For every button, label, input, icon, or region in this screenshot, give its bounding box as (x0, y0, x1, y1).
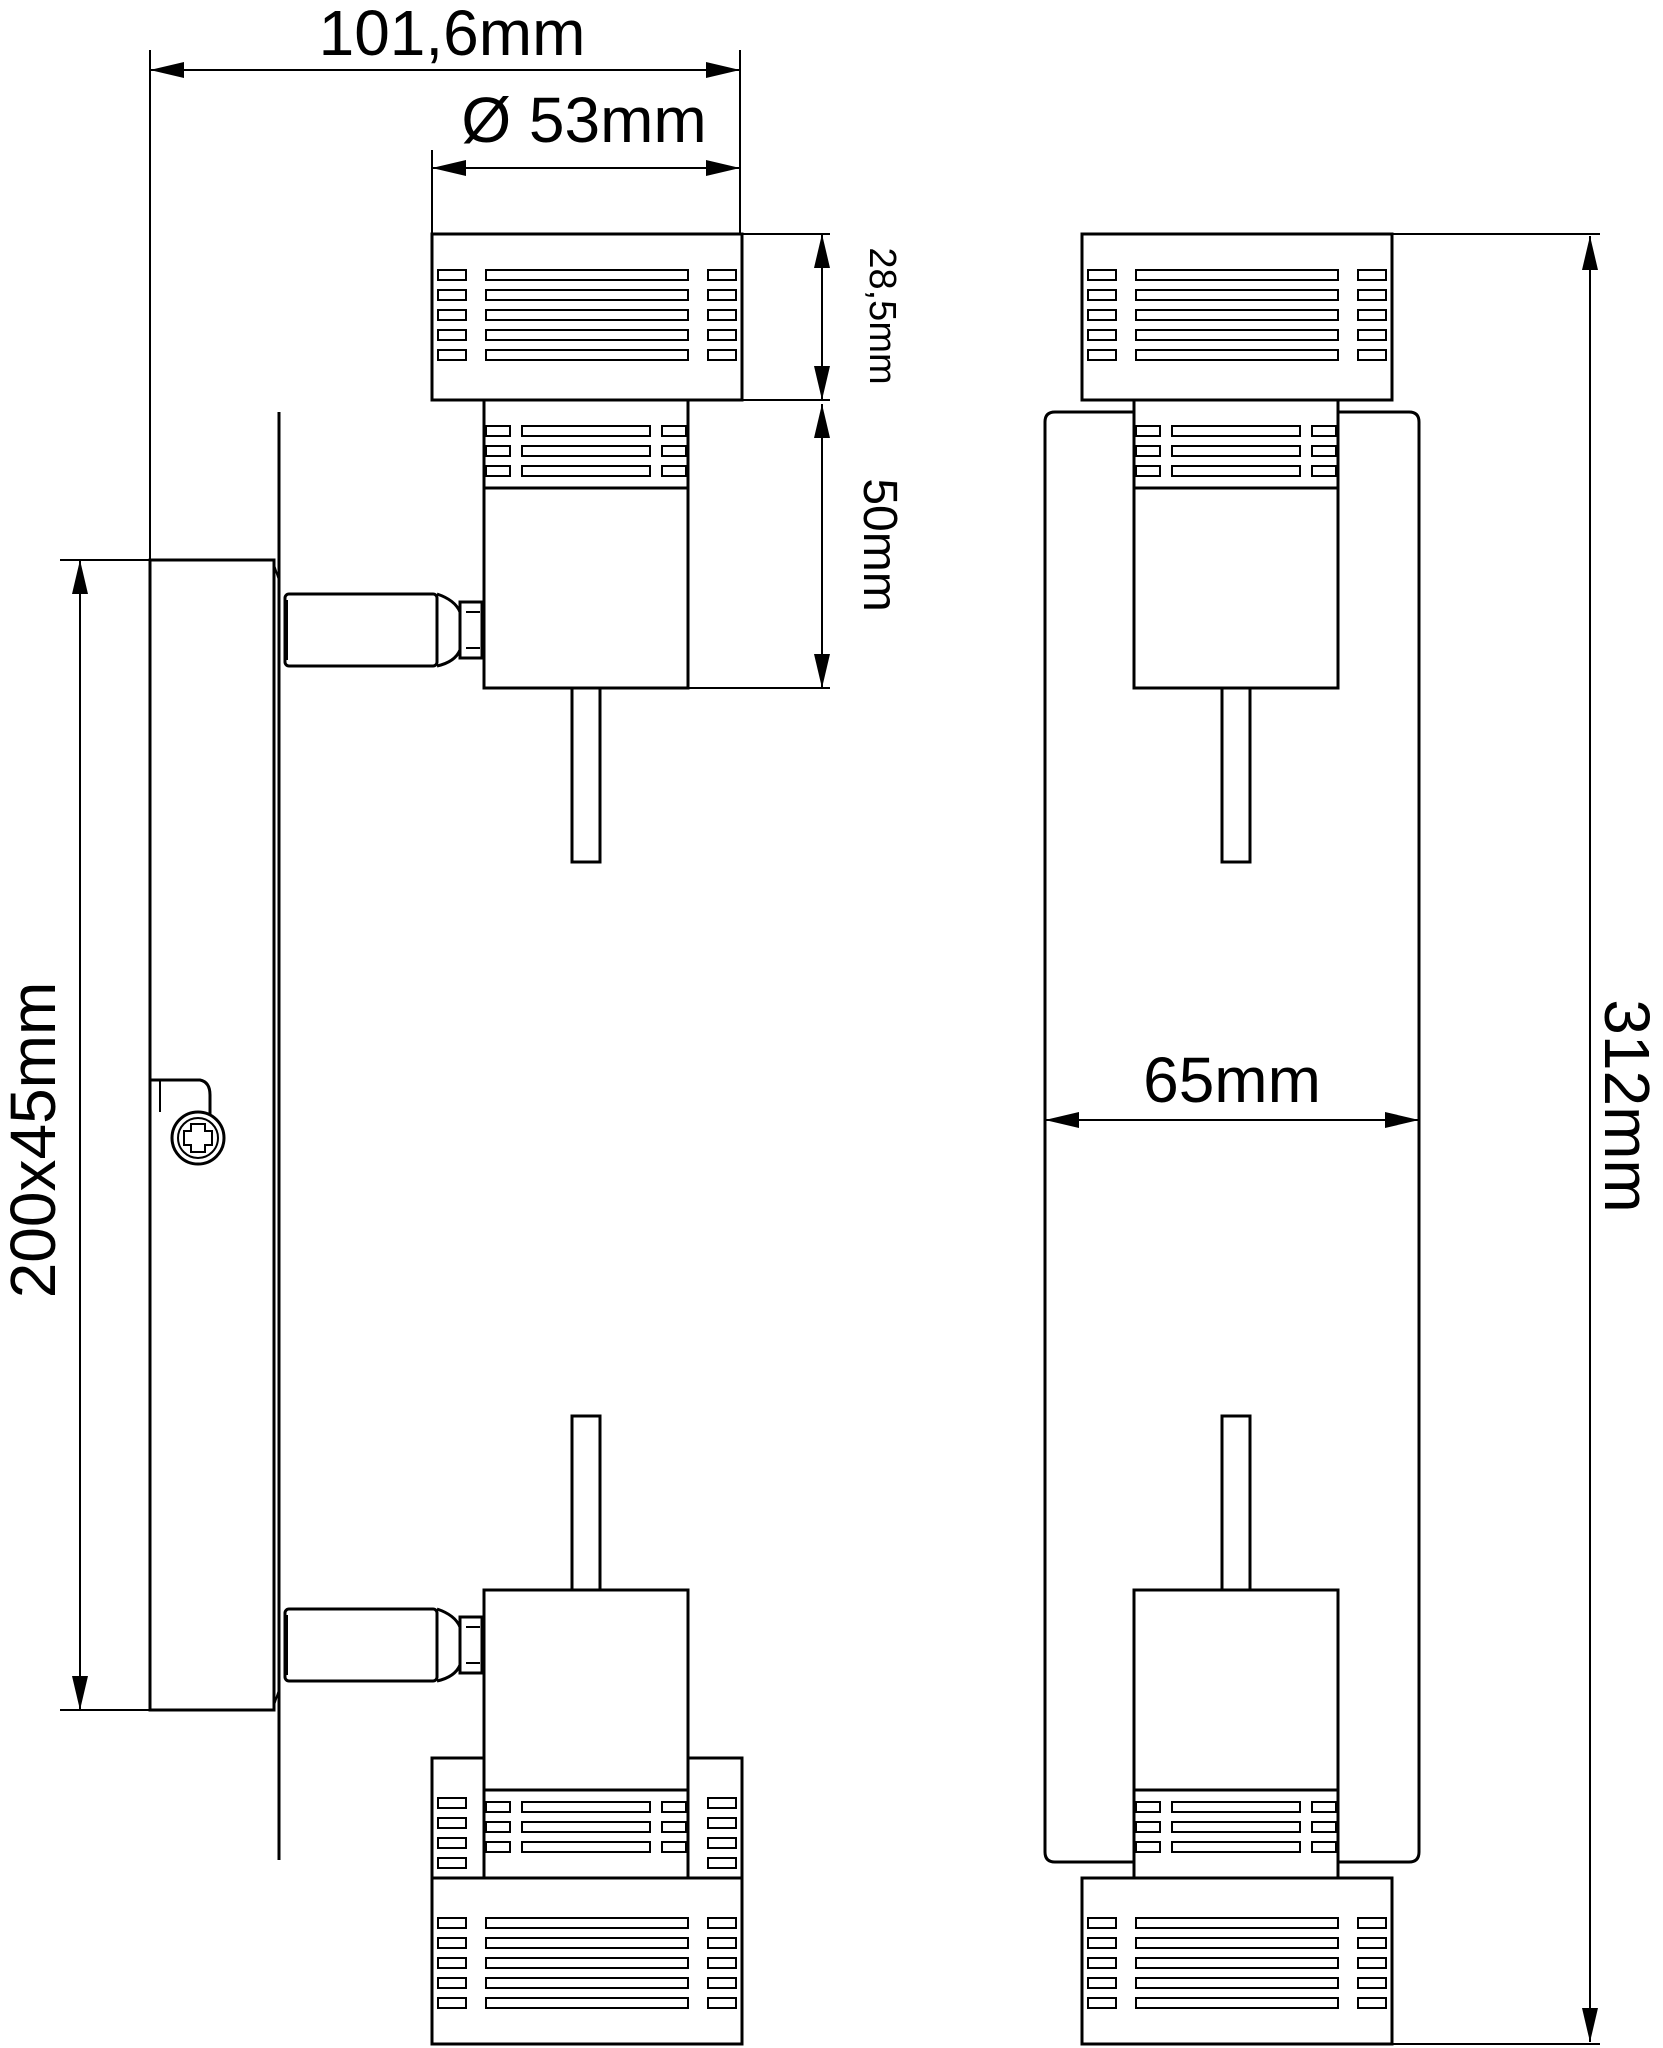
label-head-diameter: Ø 53mm (461, 84, 706, 156)
front-plate (1043, 410, 1421, 1864)
front-view (1043, 232, 1421, 2046)
label-total-depth: 101,6mm (319, 0, 586, 69)
upper-lamp-front (1080, 232, 1394, 864)
dimension-lines (60, 50, 1600, 2045)
lower-arm (283, 1607, 484, 1683)
label-body-height: 50mm (853, 478, 906, 611)
side-view (148, 232, 744, 2046)
base-housing (148, 558, 276, 1712)
screw-bracket (150, 1078, 212, 1115)
label-plate-width: 65mm (1143, 1044, 1321, 1116)
lower-lamp-body (430, 1414, 744, 2046)
label-total-length: 312mm (1591, 999, 1663, 1212)
screw-icon (170, 1110, 226, 1166)
lower-lamp-front (1080, 1414, 1394, 2046)
upper-lamp-side (430, 232, 744, 864)
label-base-plate: 200x45mm (0, 982, 69, 1299)
label-head-height: 28,5mm (861, 247, 903, 384)
upper-arm (283, 592, 484, 668)
